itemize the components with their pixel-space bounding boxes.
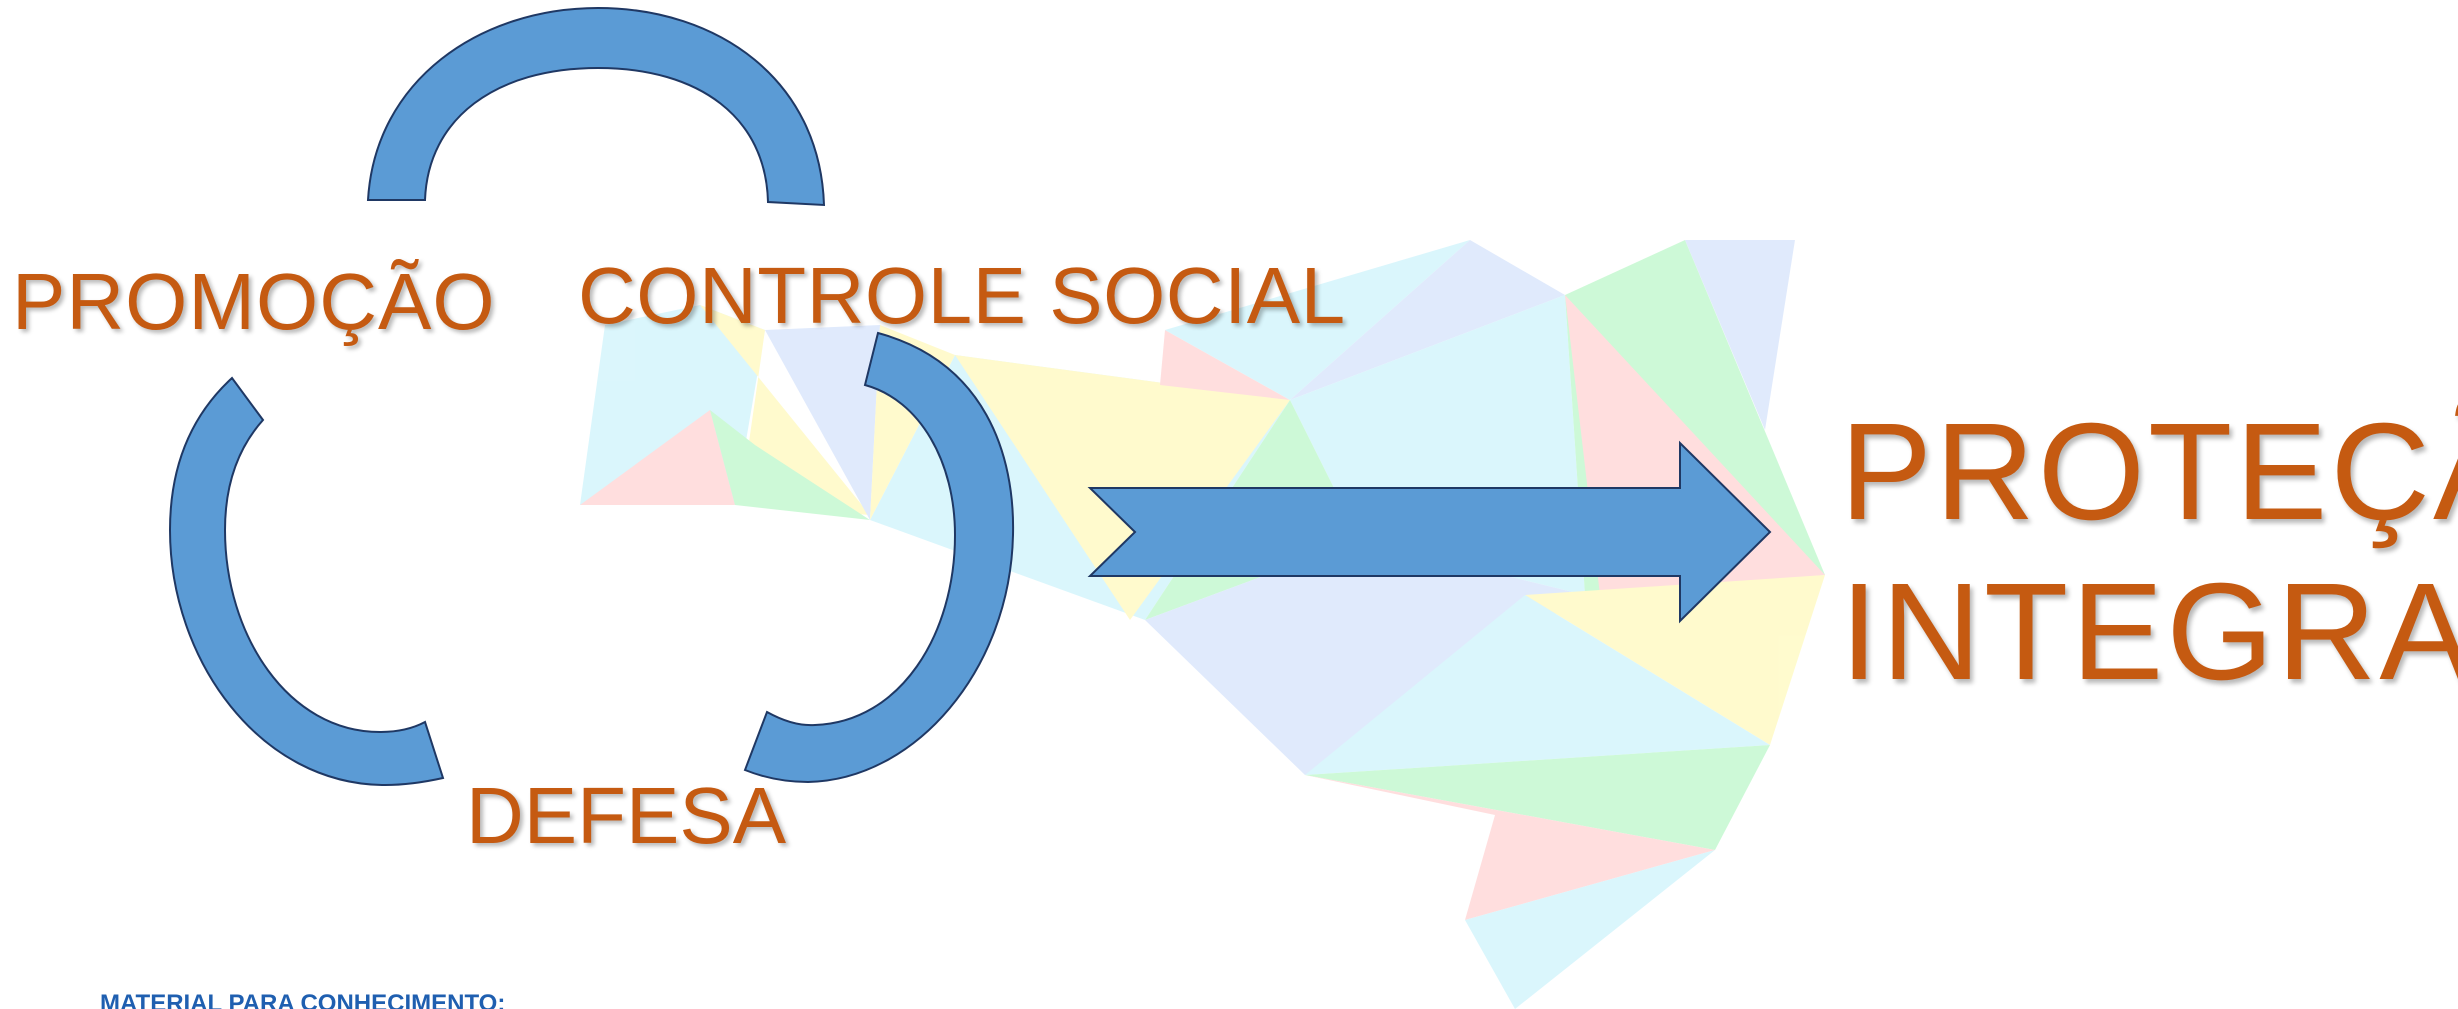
result-line-2: INTEGRAL xyxy=(1840,555,2458,709)
label-promocao: PROMOÇÃO xyxy=(12,257,496,346)
result-title: PROTEÇÃO INTEGRAL xyxy=(1840,392,2458,712)
label-defesa: DEFESA xyxy=(466,771,787,860)
big-arrow xyxy=(1087,440,1772,624)
footer-note: MATERIAL PARA CONHECIMENTO: xyxy=(100,990,506,1009)
top-arc xyxy=(366,6,826,207)
label-controle-social: CONTROLE SOCIAL xyxy=(578,251,1346,340)
right-arc xyxy=(743,331,1015,784)
result-line-1: PROTEÇÃO xyxy=(1840,395,2458,549)
left-arc xyxy=(168,376,445,787)
